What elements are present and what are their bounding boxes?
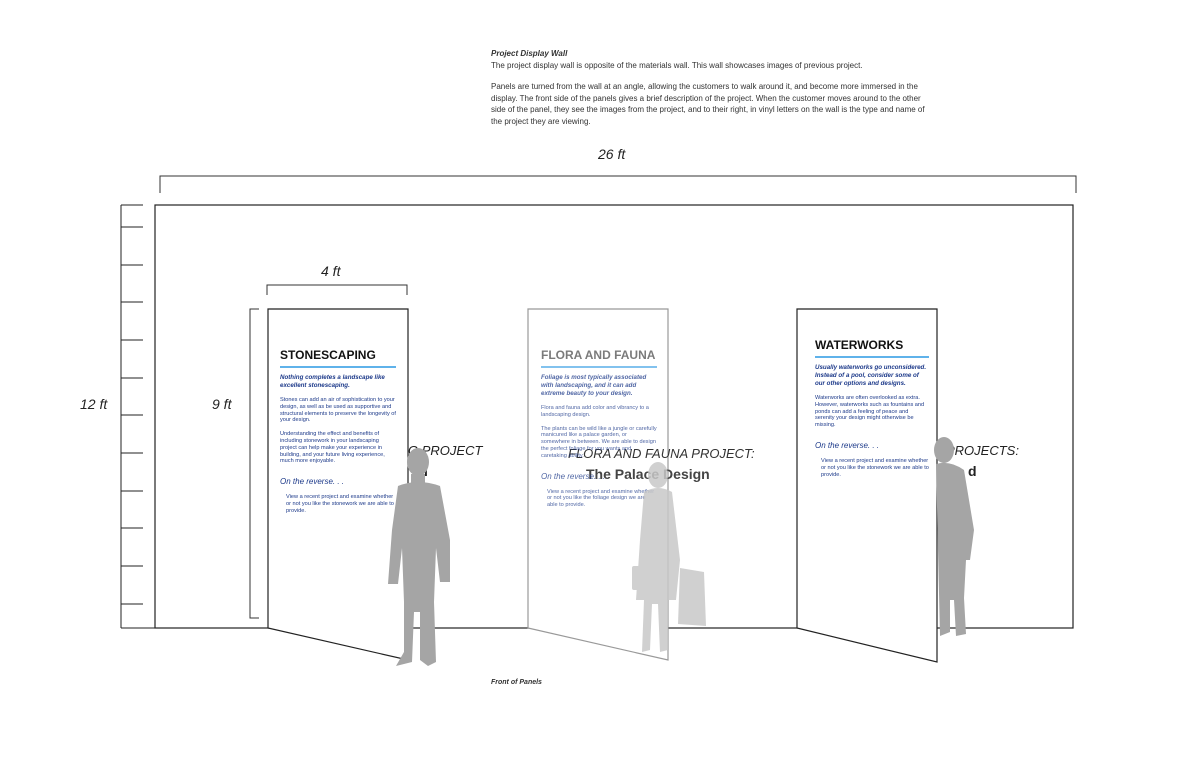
wall-text-middle-name: The Palace Design: [586, 466, 710, 482]
panel-waterworks: WATERWORKS Usually waterworks go unconsi…: [815, 338, 929, 478]
panel-view-text: View a recent project and examine whethe…: [821, 457, 929, 478]
wall-text-right: PROJECTS:: [946, 443, 1019, 458]
panel-waterworks-outline: [796, 308, 938, 663]
panel-body: The plants can be wild like a jungle or …: [541, 425, 657, 459]
wall-text-middle-title: FLORA AND FAUNA PROJECT:: [568, 446, 755, 461]
intro-paragraph: Panels are turned from the wall at an an…: [491, 82, 925, 126]
panel-flora: FLORA AND FAUNA Foliage is most typicall…: [541, 348, 657, 509]
panel-reverse: On the reverse. . .: [815, 440, 880, 450]
panel-width-label: 4 ft: [321, 263, 341, 279]
wall-height-label: 12 ft: [80, 396, 108, 412]
panel-stonescaping: STONESCAPING Nothing completes a landsca…: [280, 348, 396, 515]
panel-body: Stones can add an air of sophistication …: [280, 397, 396, 424]
wall-text-right-2: d: [968, 463, 977, 479]
heading-rule: [815, 356, 929, 358]
intro-line: The project display wall is opposite of …: [491, 60, 863, 70]
person-silhouette-woman: [632, 462, 706, 652]
intro-text-block: Project Display Wall The project display…: [491, 48, 936, 128]
panel-heading: WATERWORKS: [815, 338, 904, 352]
heading-rule: [280, 366, 396, 368]
wall-height-ruler: [120, 204, 155, 629]
panel-height-label: 9 ft: [212, 396, 232, 412]
front-of-panels-caption: Front of Panels: [491, 679, 542, 686]
person-silhouette-man-right: [934, 437, 974, 636]
heading-rule: [541, 366, 657, 368]
panel-body: Understanding the effect and benefits of…: [280, 431, 385, 465]
panel-intro: Usually waterworks go unconsidered. Inst…: [815, 364, 927, 387]
panel-height-bracket: [249, 308, 259, 619]
panel-heading: FLORA AND FAUNA: [541, 348, 656, 362]
person-silhouette-man: [388, 448, 450, 666]
panel-reverse: On the reverse. . .: [280, 477, 345, 487]
panel-body: Flora and fauna add color and vibrancy t…: [541, 405, 649, 418]
wall-width-bracket: [159, 175, 1077, 193]
panel-body: Waterworks are often overlooked as extra…: [815, 395, 925, 429]
panel-intro: Nothing completes a landscape like excel…: [280, 374, 385, 389]
wall-width-label: 26 ft: [598, 146, 626, 162]
panel-heading: STONESCAPING: [280, 348, 376, 362]
panel-reverse: On the reverse. . .: [541, 471, 606, 481]
panel-intro: Foliage is most typically associated wit…: [541, 374, 647, 397]
panel-width-bracket: [266, 284, 408, 295]
intro-title: Project Display Wall: [491, 49, 568, 58]
panel-view-text: View a recent project and examine whethe…: [547, 488, 655, 509]
panel-view-text: View a recent project and examine whethe…: [286, 494, 394, 514]
